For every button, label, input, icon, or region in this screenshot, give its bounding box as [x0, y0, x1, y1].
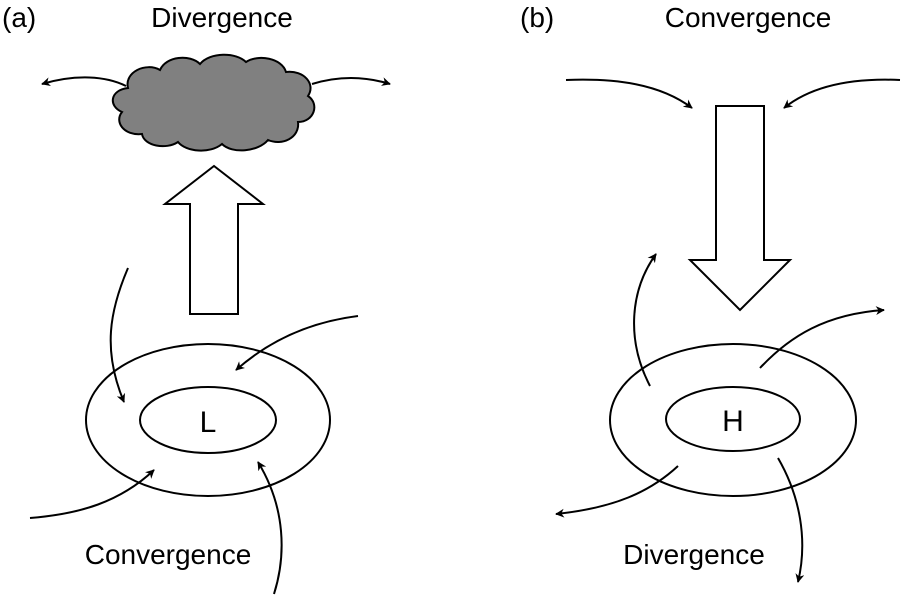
panel-a: (a) Divergence L Convergence: [2, 2, 391, 595]
panel-a-bottom-label: Convergence: [85, 539, 252, 570]
high-pressure-symbol: H: [722, 405, 744, 438]
cloud-outflow-right-arrow: [311, 77, 391, 86]
panel-b-top-label: Convergence: [665, 2, 832, 33]
storm-cloud: [112, 53, 316, 152]
low-pressure-inner-ring: [139, 386, 277, 454]
inflow-arrow-top-left: [109, 267, 129, 403]
sinking-air-arrow: [687, 105, 793, 312]
low-pressure-symbol: L: [200, 406, 217, 439]
aloft-inflow-left-arrow: [565, 78, 693, 109]
panel-b-bottom-label: Divergence: [623, 539, 765, 570]
outflow-arrow-upper-right: [759, 306, 885, 369]
inflow-arrow-top-right: [235, 315, 359, 371]
panel-a-letter: (a): [2, 2, 36, 33]
inflow-arrow-bottom-right: [257, 461, 283, 595]
outflow-arrow-lower-left: [555, 465, 679, 518]
panel-b: (b) Convergence H Divergence: [520, 2, 901, 583]
high-pressure-outer-ring: [609, 343, 857, 497]
outflow-arrow-upper-left: [633, 253, 657, 387]
high-pressure-inner-ring: [665, 386, 801, 452]
panel-b-letter: (b): [520, 2, 554, 33]
outflow-arrow-lower-right: [777, 457, 805, 583]
low-pressure-outer-ring: [85, 343, 331, 497]
panel-a-top-label: Divergence: [151, 2, 293, 33]
inflow-arrow-bottom-left: [29, 469, 155, 519]
aloft-inflow-right-arrow: [783, 78, 901, 109]
rising-air-arrow: [162, 164, 266, 315]
cloud-outflow-left-arrow: [41, 76, 127, 87]
